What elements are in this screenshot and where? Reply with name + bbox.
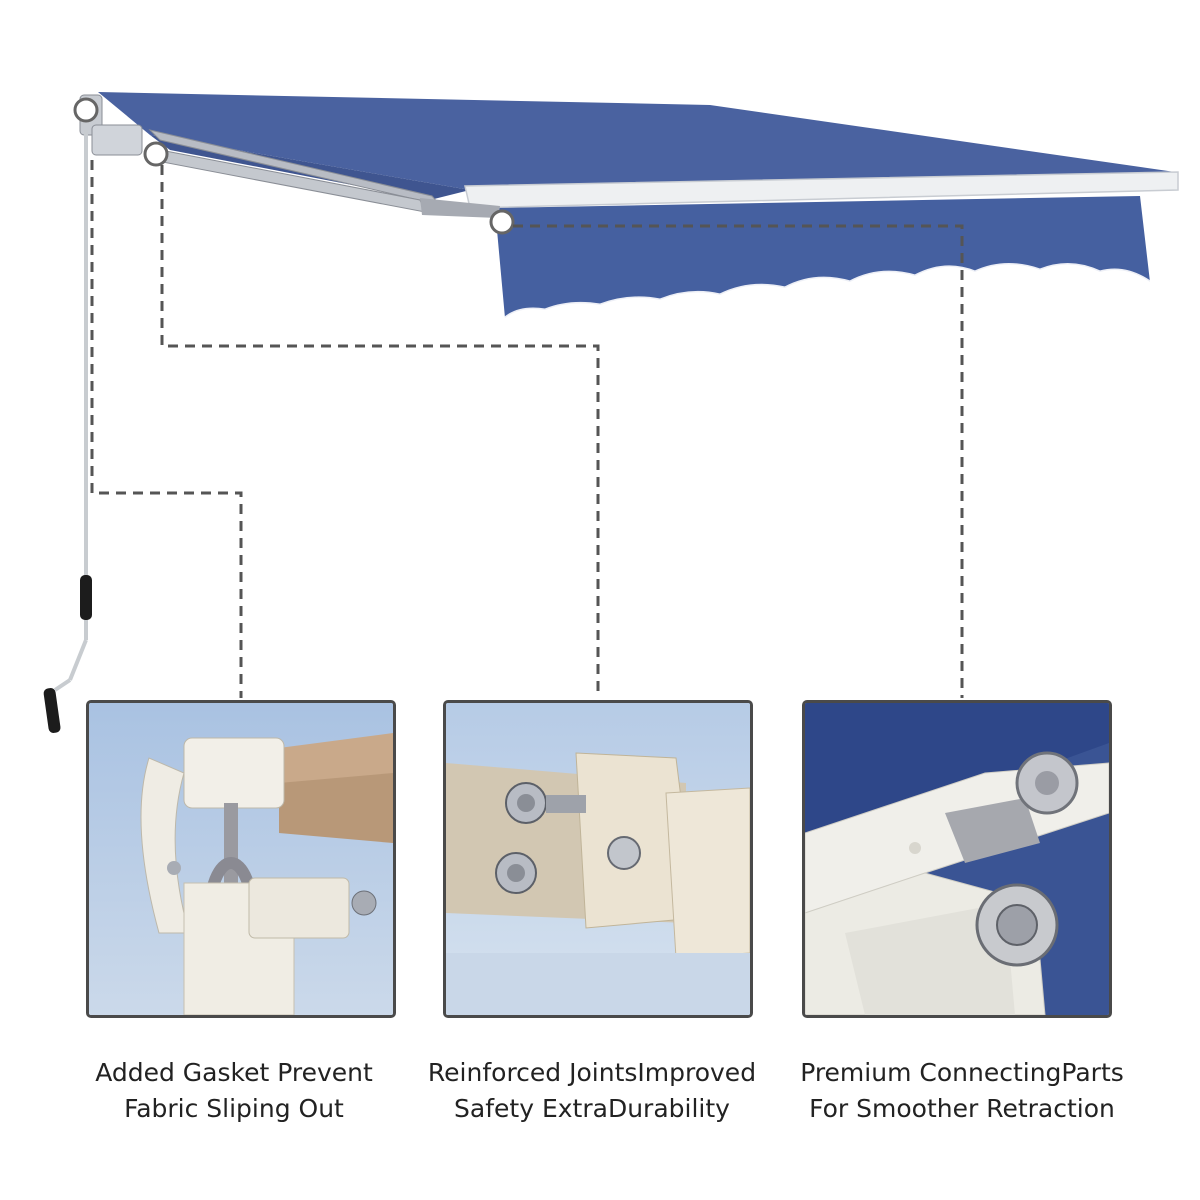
caption-line: Fabric Sliping Out: [124, 1094, 344, 1123]
awning-valance: [495, 196, 1150, 318]
feature-caption-joint: Reinforced JointsImproved Safety ExtraDu…: [402, 1055, 782, 1127]
leader-line-connector: [513, 224, 964, 698]
awning-canopy: [98, 92, 1175, 190]
feature-caption-gasket: Added Gasket Prevent Fabric Sliping Out: [44, 1055, 424, 1127]
callout-leader-lines: [90, 160, 964, 698]
caption-line: For Smoother Retraction: [809, 1094, 1115, 1123]
joint-closeup: [443, 700, 753, 1018]
crank-handle-upper: [80, 575, 92, 620]
callout-marker-connector: [489, 209, 515, 235]
feature-caption-connector: Premium ConnectingParts For Smoother Ret…: [772, 1055, 1152, 1127]
crank-handle-lower: [43, 688, 61, 733]
caption-line: Safety ExtraDurability: [454, 1094, 730, 1123]
leader-line-gasket: [90, 160, 243, 698]
awning-front-bar: [464, 171, 1179, 209]
connector-closeup: [802, 700, 1112, 1018]
leader-line-joint: [160, 165, 600, 698]
callout-marker-gasket: [73, 97, 99, 123]
caption-line: Premium ConnectingParts: [800, 1058, 1124, 1087]
gasket-closeup: [86, 700, 396, 1018]
caption-line: Reinforced JointsImproved: [427, 1058, 757, 1087]
callout-marker-joint: [143, 141, 169, 167]
caption-line: Added Gasket Prevent: [95, 1058, 373, 1087]
